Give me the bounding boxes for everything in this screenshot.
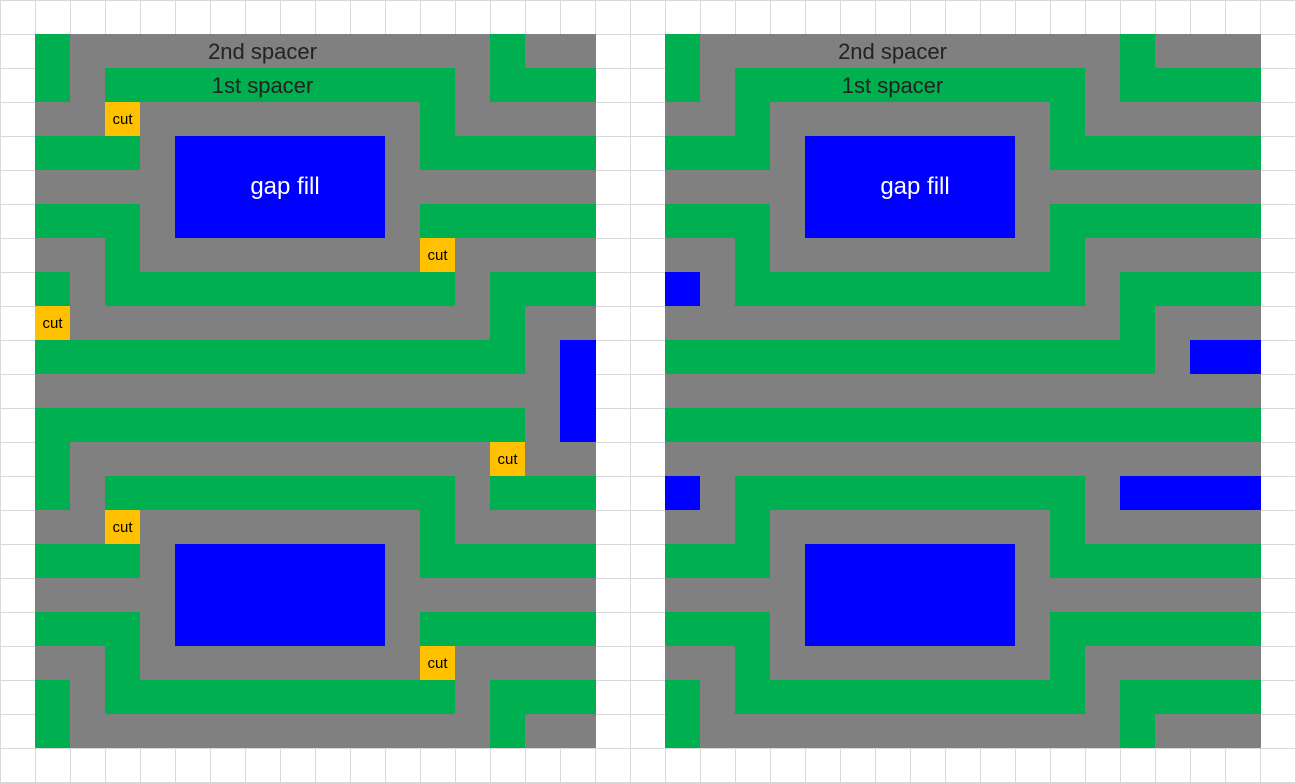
- green-spacer-segment: [35, 340, 525, 374]
- green-spacer-segment: [105, 272, 455, 306]
- left-pattern-panel: cut cut cut cut cut cut 2nd spacer 1st s…: [35, 34, 596, 748]
- gap-fill-block: [1120, 476, 1261, 510]
- green-spacer-segment: [735, 680, 1085, 714]
- green-spacer-segment: [665, 34, 700, 102]
- green-spacer-segment: [490, 680, 596, 714]
- green-spacer-segment: [665, 544, 770, 578]
- green-spacer-segment: [665, 204, 770, 238]
- green-spacer-segment: [35, 544, 140, 578]
- green-spacer-segment: [1050, 510, 1085, 544]
- green-spacer-segment: [1050, 204, 1261, 238]
- gap-fill-block: [560, 340, 596, 442]
- first-spacer-label: 1st spacer: [841, 73, 944, 98]
- green-spacer-segment: [35, 34, 70, 102]
- cut-marker: cut: [35, 306, 70, 340]
- green-spacer-segment: [420, 102, 455, 136]
- green-spacer-segment: [1120, 680, 1261, 714]
- gap-fill-label: gap fill: [250, 173, 320, 200]
- green-spacer-segment: [1050, 238, 1085, 272]
- gap-fill-block: [665, 272, 700, 306]
- green-spacer-segment: [1050, 136, 1261, 170]
- green-spacer-segment: [35, 272, 70, 306]
- green-spacer-segment: [735, 272, 1085, 306]
- green-spacer-segment: [420, 136, 596, 170]
- green-spacer-segment: [35, 408, 525, 442]
- green-spacer-segment: [105, 68, 455, 102]
- gap-fill-block: [175, 544, 385, 646]
- green-spacer-segment: [490, 272, 596, 306]
- green-spacer-segment: [1120, 306, 1155, 340]
- cut-marker: cut: [420, 238, 455, 272]
- green-spacer-segment: [1120, 714, 1155, 748]
- green-spacer-segment: [735, 476, 1085, 510]
- gap-fill-block: [1190, 340, 1261, 374]
- green-spacer-segment: [1050, 544, 1261, 578]
- green-spacer-segment: [665, 136, 770, 170]
- green-spacer-segment: [1120, 34, 1155, 68]
- green-spacer-segment: [35, 680, 70, 748]
- green-spacer-segment: [420, 204, 596, 238]
- gap-fill-block: [665, 476, 700, 510]
- green-spacer-segment: [35, 204, 140, 238]
- green-spacer-segment: [735, 238, 770, 272]
- green-spacer-segment: [735, 646, 770, 680]
- green-spacer-segment: [665, 340, 1155, 374]
- green-spacer-segment: [105, 646, 140, 680]
- gap-fill-label: gap fill: [880, 173, 950, 200]
- green-spacer-segment: [105, 238, 140, 272]
- green-spacer-segment: [490, 68, 596, 102]
- green-spacer-segment: [490, 306, 525, 340]
- green-spacer-segment: [490, 476, 596, 510]
- green-spacer-segment: [35, 136, 140, 170]
- green-spacer-segment: [735, 68, 1085, 102]
- first-spacer-label: 1st spacer: [211, 73, 314, 98]
- green-spacer-segment: [420, 544, 596, 578]
- gap-fill-block: [805, 136, 1015, 238]
- green-spacer-segment: [665, 612, 770, 646]
- cut-marker: cut: [490, 442, 525, 476]
- second-spacer-label: 2nd spacer: [838, 39, 947, 64]
- green-spacer-segment: [35, 612, 140, 646]
- green-spacer-segment: [1120, 272, 1261, 306]
- cut-marker: cut: [420, 646, 455, 680]
- cut-marker: cut: [105, 102, 140, 136]
- green-spacer-segment: [420, 510, 455, 544]
- green-spacer-segment: [665, 408, 1261, 442]
- green-spacer-segment: [105, 476, 455, 510]
- green-spacer-segment: [420, 612, 596, 646]
- second-spacer-label: 2nd spacer: [208, 39, 317, 64]
- gap-fill-block: [175, 136, 385, 238]
- gap-fill-block: [805, 544, 1015, 646]
- green-spacer-segment: [1050, 612, 1261, 646]
- cut-marker: cut: [105, 510, 140, 544]
- green-spacer-segment: [735, 510, 770, 544]
- green-spacer-segment: [735, 102, 770, 136]
- green-spacer-segment: [35, 442, 70, 510]
- green-spacer-segment: [1050, 646, 1085, 680]
- green-spacer-segment: [490, 34, 525, 68]
- green-spacer-segment: [490, 714, 525, 748]
- green-spacer-segment: [1120, 68, 1261, 102]
- green-spacer-segment: [105, 680, 455, 714]
- green-spacer-segment: [1050, 102, 1085, 136]
- right-pattern-panel: 2nd spacer 1st spacer gap fill: [665, 34, 1261, 748]
- green-spacer-segment: [665, 680, 700, 748]
